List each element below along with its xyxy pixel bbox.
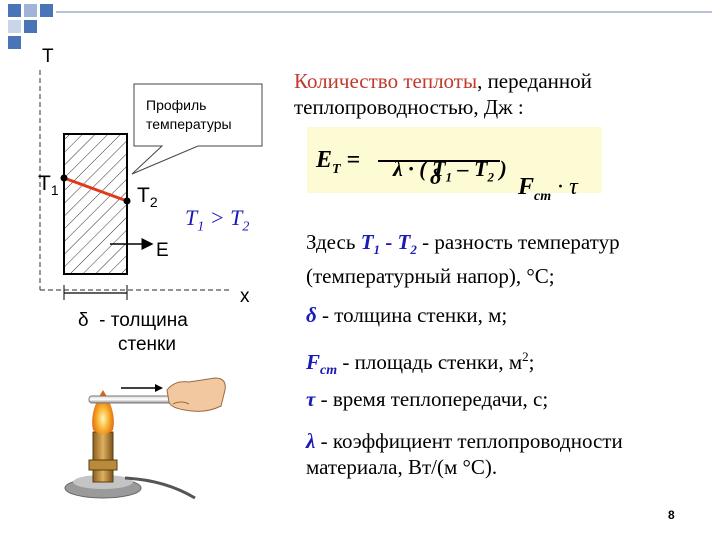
def-lambda-text: - коэффициент теплопроводности <box>315 429 623 453</box>
temperature-profile-line <box>63 176 128 203</box>
def-prefix: Здесь <box>306 230 361 254</box>
formula-e-sub: T <box>332 161 341 177</box>
formula-f: F <box>518 174 535 200</box>
t2-label-sub: 2 <box>149 194 158 211</box>
formula-t2: T <box>474 156 488 181</box>
top-rule <box>56 11 712 13</box>
t2-label-main: T <box>137 184 150 207</box>
t1-label-main: T <box>38 172 51 195</box>
definition-line2: материала, Вт/(м °С). <box>306 455 498 479</box>
formula-minus: – <box>452 156 475 181</box>
decor-square <box>24 4 37 17</box>
axis-x-label: x <box>240 286 250 307</box>
gas-hose <box>124 476 196 500</box>
cmp-t2-sub: 2 <box>242 219 250 235</box>
definition-thickness: δ - толщина стенки, м; <box>306 302 507 328</box>
def-tau-text: - время теплопередачи, с; <box>315 387 549 411</box>
def-tau-symbol: τ <box>306 387 316 411</box>
def-t1-sub: 1 <box>373 242 381 258</box>
def-f-sup: 2 <box>522 349 529 364</box>
t1-point <box>60 174 68 182</box>
definition-line: Здесь T1 - T2 - разность температур <box>306 229 620 263</box>
decor-square <box>8 4 21 17</box>
formula-tau: · τ <box>551 174 578 200</box>
hand-finger <box>172 401 190 405</box>
wall-diagram <box>39 70 263 300</box>
wall <box>63 133 128 275</box>
definition-time: τ - время теплопередачи, с; <box>306 386 548 412</box>
def-f-sub: ст <box>320 363 338 379</box>
heading-line1: Количество теплоты, переданной <box>294 68 592 94</box>
formula-lambda: λ · ( <box>393 156 433 181</box>
burner-barrel <box>92 431 114 483</box>
page-number: 8 <box>668 508 675 522</box>
cmp-t1: T <box>185 205 198 230</box>
decor-square <box>8 36 21 49</box>
formula-fraction-bar <box>378 160 500 162</box>
formula-equals: = <box>340 147 367 173</box>
t2-point <box>123 197 131 205</box>
formula-numerator: λ · ( T1 – T2 ) <box>382 130 507 185</box>
formula-tail: Fст · τ <box>506 147 578 205</box>
def-delta-symbol: δ <box>306 303 317 327</box>
axis-t-label: T <box>42 46 54 67</box>
definition-line: λ - коэффициент теплопроводности <box>306 428 623 454</box>
definition-area: Fст - площадь стенки, м2; <box>306 344 534 384</box>
formula-close: ) <box>494 156 507 181</box>
formula-denominator: δ <box>430 164 442 189</box>
heading-rest: , переданной <box>477 69 592 93</box>
cmp-gt: > <box>204 205 231 230</box>
t1-label: T1 <box>38 172 59 198</box>
def-lambda-symbol: λ <box>306 429 316 453</box>
heading: Количество теплоты, переданной теплопров… <box>294 68 592 120</box>
t1-label-sub: 1 <box>50 182 59 199</box>
formula-e: E <box>316 147 333 173</box>
heading-highlight: Количество теплоты <box>294 69 478 93</box>
def-f-end: ; <box>528 350 535 374</box>
def-rest: - разность температур <box>416 230 620 254</box>
decor-square <box>40 4 53 17</box>
def-f-text: - площадь стенки, м <box>337 350 523 374</box>
temperature-comparison: T1 > T2 <box>185 205 249 235</box>
formula-lhs: ET = <box>316 147 366 178</box>
definition-temperature-difference: Здесь T1 - T2 - разность температур (тем… <box>306 229 620 289</box>
formula-t1: T <box>432 156 446 181</box>
e-label: E <box>156 240 169 261</box>
formula-t1-sub: 1 <box>445 169 453 185</box>
profile-label: Профиль температуры <box>146 97 232 132</box>
profile-callout <box>131 83 263 175</box>
definition-line2: (температурный напор), °С; <box>306 264 555 289</box>
def-t1: T <box>360 230 374 254</box>
cmp-t1-sub: 1 <box>197 219 205 235</box>
heading-line2: теплопроводностью, Дж : <box>294 95 524 119</box>
decor-square <box>8 20 21 33</box>
delta-caption-line2: стенки <box>118 334 176 355</box>
cmp-t2: T <box>230 205 243 230</box>
def-minus: - <box>380 230 398 254</box>
formula-t2-sub: 2 <box>487 169 495 185</box>
formula-f-sub: ст <box>534 188 552 204</box>
def-t2-sub: 2 <box>410 242 417 258</box>
def-f-symbol: F <box>306 350 321 374</box>
decor-square <box>24 20 37 33</box>
heat-direction-arrow-head <box>155 384 163 392</box>
bunsen-burner-illustration <box>64 377 226 500</box>
burner-collar <box>88 459 118 471</box>
def-t2: T <box>397 230 411 254</box>
def-delta-text: - толщина стенки, м; <box>316 303 508 327</box>
hand <box>166 377 226 412</box>
delta-caption-line1: δ - толщина <box>78 310 188 331</box>
t2-label: T2 <box>137 184 158 210</box>
definition-conductivity: λ - коэффициент теплопроводности материа… <box>306 428 623 480</box>
